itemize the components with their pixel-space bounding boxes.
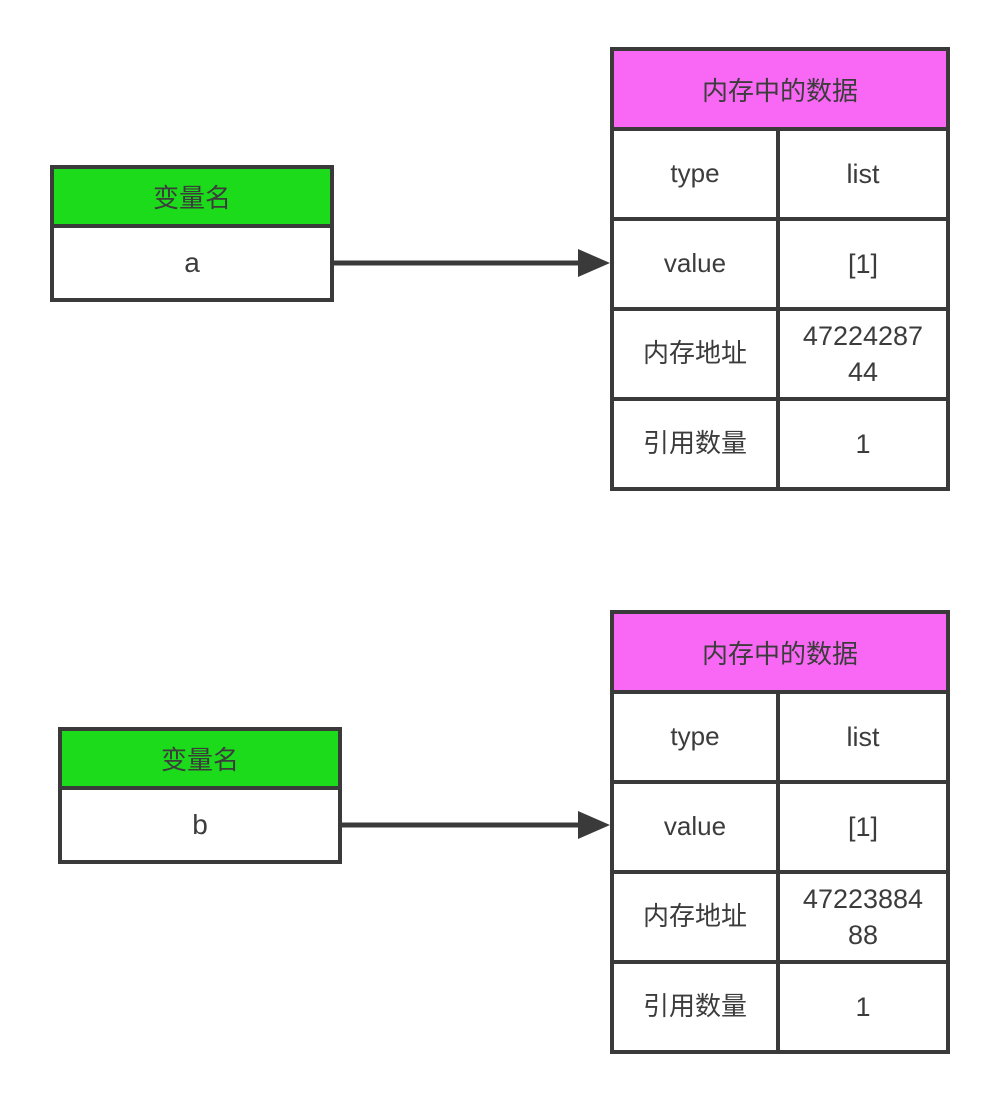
row-value-refcount: 1: [855, 991, 871, 1022]
row-value-value: [1]: [847, 248, 879, 279]
variable-box-b-name: b: [192, 809, 208, 840]
table-row: 内存地址 4722428744: [614, 307, 946, 397]
memory-table-a: 内存中的数据 type list value [1] 内存地址 47224287…: [610, 47, 950, 491]
row-value-value: [1]: [847, 811, 879, 842]
row-label-refcount: 引用数量: [614, 964, 780, 1050]
variable-box-a-name: a: [184, 247, 200, 278]
row-label-value: value: [614, 221, 780, 307]
pointer-arrow-b: [342, 811, 610, 839]
row-label-value: value: [614, 784, 780, 870]
variable-box-a: 变量名 a: [50, 165, 334, 302]
table-row: type list: [614, 690, 946, 780]
row-label-address: 内存地址: [614, 874, 780, 960]
row-value-type: list: [846, 158, 880, 189]
row-value-type: list: [846, 721, 880, 752]
table-row: 内存地址 4722388488: [614, 870, 946, 960]
table-row: type list: [614, 127, 946, 217]
variable-box-b: 变量名 b: [58, 727, 342, 864]
table-row: value [1]: [614, 217, 946, 307]
variable-box-b-header: 变量名: [62, 731, 338, 790]
table-row: 引用数量 1: [614, 397, 946, 487]
row-label-type: type: [614, 131, 780, 217]
table-row: 引用数量 1: [614, 960, 946, 1050]
variable-box-a-header: 变量名: [54, 169, 330, 228]
pointer-arrow-a: [334, 249, 610, 277]
row-value-address: 4722428744: [802, 320, 924, 387]
row-value-address: 4722388488: [802, 883, 924, 950]
memory-table-b-title: 内存中的数据: [614, 614, 946, 690]
row-label-refcount: 引用数量: [614, 401, 780, 487]
table-row: value [1]: [614, 780, 946, 870]
row-label-address: 内存地址: [614, 311, 780, 397]
row-label-type: type: [614, 694, 780, 780]
memory-table-b: 内存中的数据 type list value [1] 内存地址 47223884…: [610, 610, 950, 1054]
row-value-refcount: 1: [855, 428, 871, 459]
memory-table-a-title: 内存中的数据: [614, 51, 946, 127]
